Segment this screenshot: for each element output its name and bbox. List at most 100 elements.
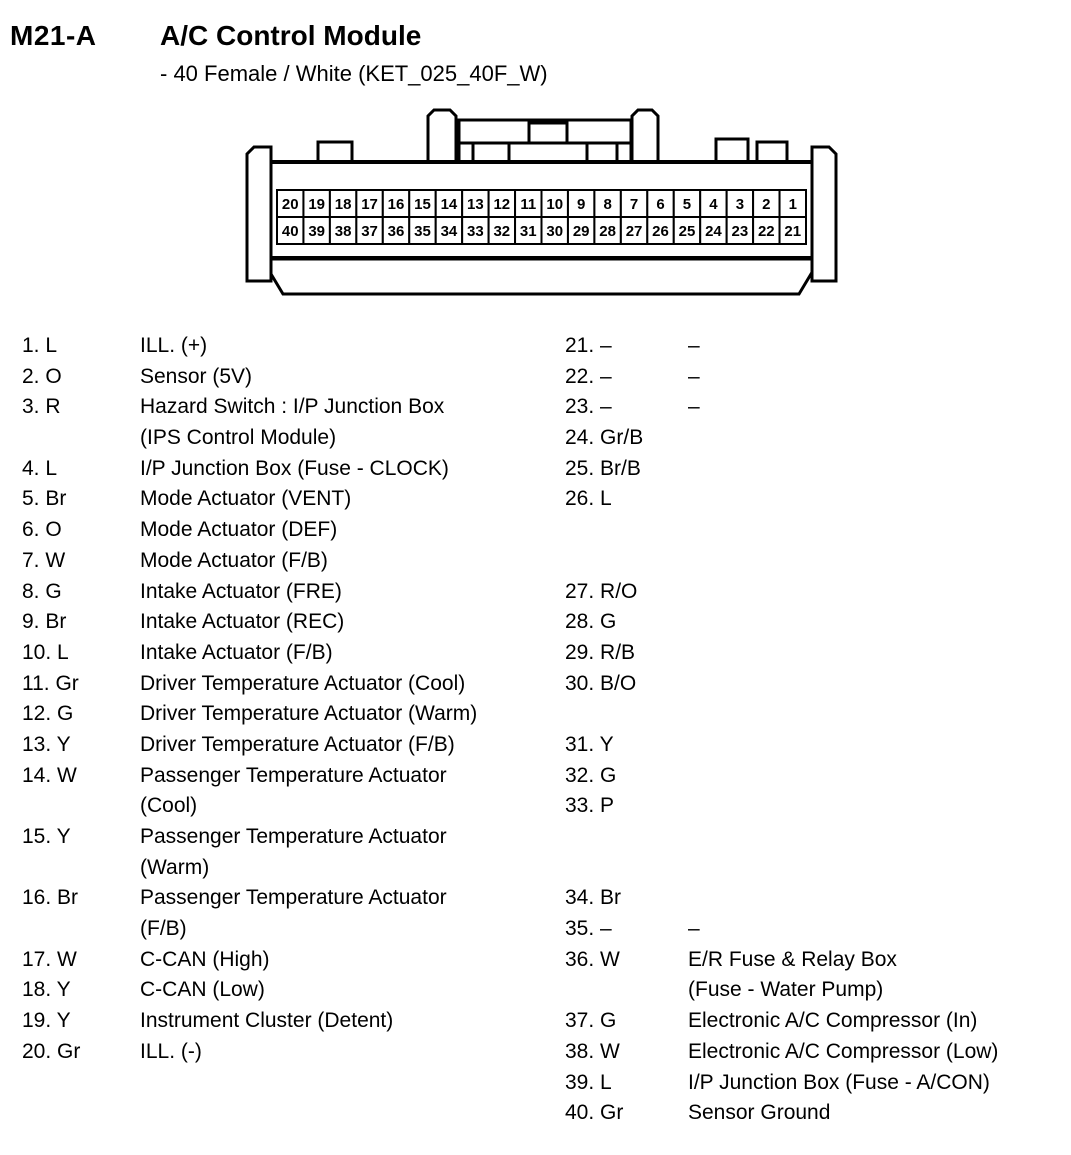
pin-number: 32 (493, 223, 510, 240)
pin-number: 33 (467, 223, 484, 240)
pin-left-label: 18. Y (22, 978, 71, 1002)
pin-number: 10 (546, 196, 563, 213)
pin-right-label: 34. Br (565, 886, 622, 910)
pin-cell (276, 216, 305, 245)
pin-left-desc: Passenger Temperature Actuator (140, 763, 447, 787)
pin-cell (381, 216, 411, 245)
pin-right-desc: – (688, 364, 700, 388)
pin-left-desc: Mode Actuator (VENT) (140, 487, 352, 511)
pin-number: 29 (573, 223, 590, 240)
pin-row: (F/B)35. –– (0, 914, 1071, 945)
pin-left-desc: Intake Actuator (FRE) (140, 579, 342, 603)
pin-right-label: 25. Br/B (565, 456, 641, 480)
pin-right-label: 30. B/O (565, 671, 637, 695)
pin-number: 17 (361, 196, 378, 213)
pin-row: 8. G Intake Actuator (FRE) 27. R/O (0, 577, 1071, 608)
pin-number: 34 (441, 223, 458, 240)
pin-left-label: 11. Gr (22, 671, 79, 695)
pin-cell (540, 216, 569, 245)
pin-number: 37 (361, 223, 378, 240)
pin-left-desc: Intake Actuator (REC) (140, 610, 345, 634)
pin-right-label: 38. W (565, 1039, 620, 1063)
pin-right-label: 28. G (565, 610, 617, 634)
pin-cell (646, 216, 675, 245)
pin-cell (593, 189, 622, 218)
pin-left-label: 3. R (22, 395, 61, 419)
pin-left-label: 20. Gr (22, 1039, 81, 1063)
pin-number: 16 (388, 196, 405, 213)
pin-number: 30 (546, 223, 563, 240)
pin-left-desc: Hazard Switch : I/P Junction Box (140, 395, 445, 419)
pin-right-label: 26. L (565, 487, 612, 511)
pin-left-desc: C-CAN (High) (140, 947, 270, 971)
pin-right-label: 39. L (565, 1070, 612, 1094)
pin-right-label: 24. Gr/B (565, 426, 644, 450)
pin-number: 20 (282, 196, 299, 213)
pin-right-label: 40. Gr (565, 1101, 624, 1125)
pin-right-label: 27. R/O (565, 579, 638, 603)
connector-skirt (259, 257, 823, 296)
pin-cell (778, 216, 807, 245)
pin-left-label: 14. W (22, 763, 77, 787)
pin-right-desc: E/R Fuse & Relay Box (688, 947, 897, 971)
pin-row: (Warm) (0, 853, 1071, 884)
pin-number: 8 (603, 196, 611, 213)
pin-right-desc: – (688, 917, 700, 941)
pin-cell (461, 189, 490, 218)
pin-number: 38 (335, 223, 352, 240)
pin-right-desc: Sensor Ground (688, 1101, 831, 1125)
pin-right-desc: Electronic A/C Compressor (In) (688, 1009, 978, 1033)
pin-number: 14 (441, 196, 458, 213)
pin-left-desc: Intake Actuator (F/B) (140, 640, 333, 664)
pin-number: 40 (282, 223, 299, 240)
page-title: A/C Control Module (160, 20, 422, 51)
pin-left-label: 19. Y (22, 1009, 71, 1033)
pin-number: 13 (467, 196, 484, 213)
pin-row: 40. Gr Sensor Ground (0, 1098, 1071, 1129)
pin-right-desc: – (688, 334, 700, 357)
pin-number: 26 (652, 223, 669, 240)
pin-right-label: 37. G (565, 1009, 617, 1033)
pin-number: 6 (656, 196, 664, 213)
pin-row: (IPS Control Module) 24. Gr/B (0, 423, 1071, 454)
connector-id: M21-A (10, 20, 97, 51)
pin-number: 11 (520, 196, 536, 213)
pin-number: 4 (709, 196, 718, 213)
pin-left-label: 8. G (22, 579, 62, 603)
pin-left-desc: (IPS Control Module) (140, 426, 337, 450)
pin-left-desc: Driver Temperature Actuator (F/B) (140, 732, 455, 756)
pin-left-label: 5. Br (22, 487, 67, 511)
pin-number: 9 (577, 196, 585, 213)
pin-number: 35 (414, 223, 431, 240)
pin-cell (725, 216, 755, 245)
pin-number: 7 (630, 196, 638, 213)
pin-right-label: 29. R/B (565, 640, 636, 664)
connector-left-cap (245, 145, 273, 283)
pin-right-label: 32. G (565, 763, 617, 787)
pin-left-desc: Passenger Temperature Actuator (140, 825, 447, 848)
pin-left-desc: (F/B) (140, 917, 187, 941)
pin-number: 23 (732, 223, 749, 240)
pin-row: 14. W Passenger Temperature Actuator 32. G (0, 761, 1071, 792)
pin-right-desc: I/P Junction Box (Fuse - A/CON) (688, 1070, 990, 1094)
pin-row: 5. Br Mode Actuator (VENT) 26. L (0, 484, 1071, 515)
pin-right-desc: – (688, 395, 700, 419)
